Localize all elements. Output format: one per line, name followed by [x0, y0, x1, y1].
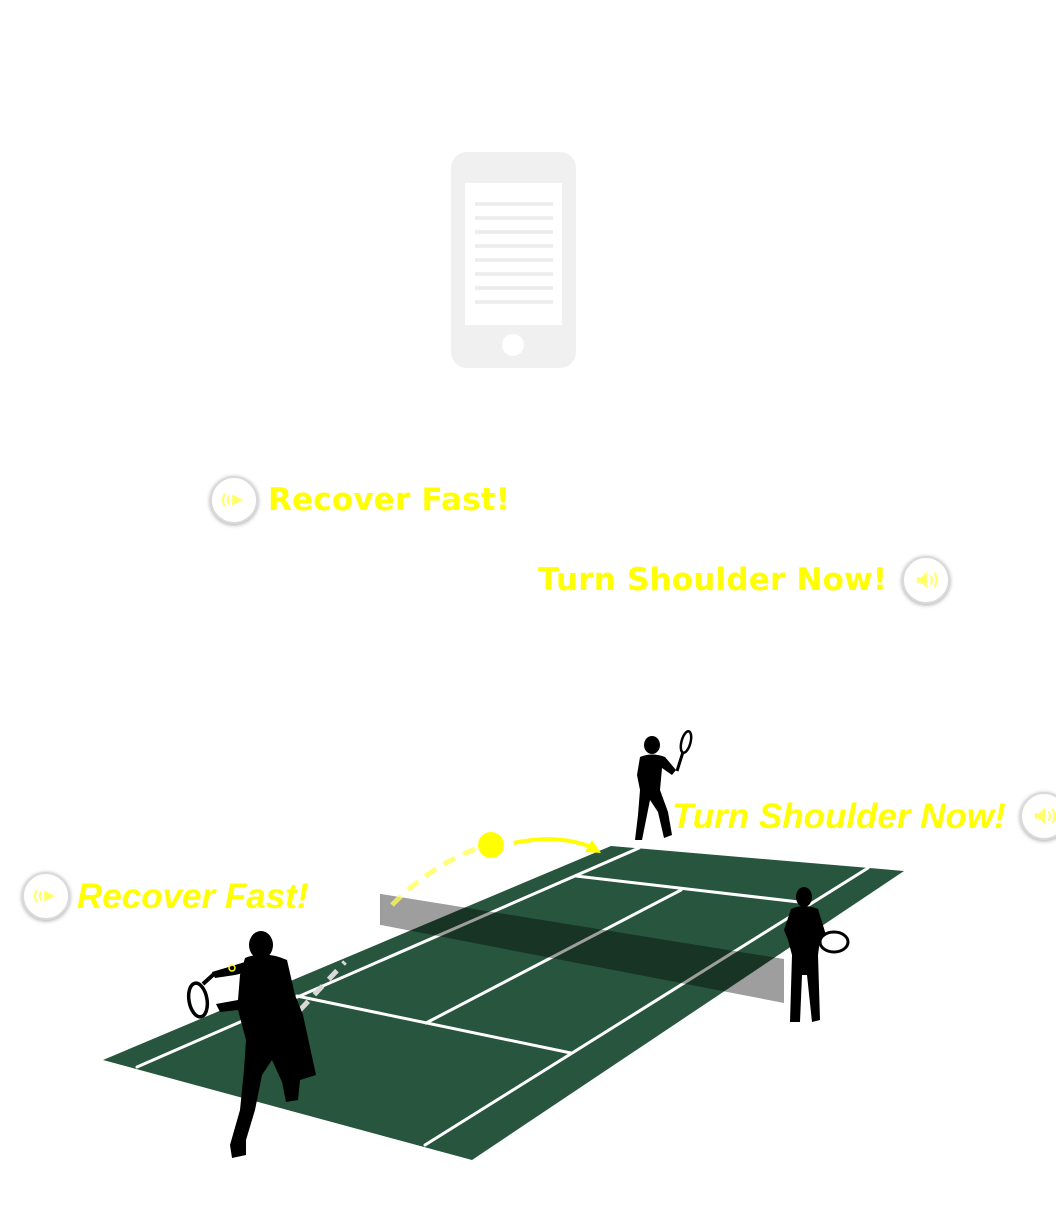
tennis-ball-icon — [478, 832, 504, 858]
play-audio-icon — [221, 493, 244, 507]
speaker-audio-icon — [1034, 807, 1056, 825]
tennis-net — [380, 894, 784, 1003]
cue-label: Recover Fast! — [77, 876, 309, 916]
play-audio-button[interactable] — [210, 476, 258, 524]
speaker-audio-button[interactable] — [1019, 792, 1056, 840]
play-audio-button[interactable] — [22, 872, 70, 920]
smartphone-document-icon — [451, 152, 576, 368]
cue-label: Recover Fast! — [268, 481, 511, 518]
tennis-player-standing-icon — [784, 887, 850, 1022]
cue-label: Turn Shoulder Now! — [538, 561, 888, 598]
tennis-player-forehand-icon — [186, 931, 316, 1158]
cue-label: Turn Shoulder Now! — [672, 796, 1006, 836]
tennis-player-ready-icon — [635, 730, 693, 840]
audio-cue-recover-top: Recover Fast! — [210, 476, 510, 524]
speaker-audio-button[interactable] — [902, 556, 951, 604]
speaker-audio-icon — [917, 571, 938, 589]
audio-cue-recover-court: Recover Fast! — [22, 872, 308, 920]
audio-cue-turn-top: Turn Shoulder Now! — [538, 556, 951, 604]
ball-trajectory — [298, 837, 601, 1012]
play-audio-icon — [33, 889, 56, 903]
audio-cue-turn-court: Turn Shoulder Now! — [672, 792, 1056, 840]
